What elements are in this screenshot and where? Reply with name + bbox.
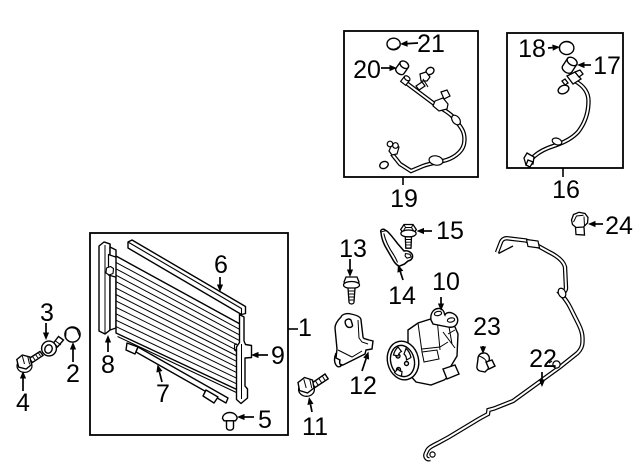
svg-text:21: 21: [417, 30, 445, 58]
svg-text:24: 24: [605, 212, 633, 240]
svg-text:23: 23: [473, 313, 501, 341]
svg-text:4: 4: [16, 389, 30, 417]
svg-text:5: 5: [258, 406, 272, 434]
svg-text:18: 18: [518, 35, 546, 63]
svg-text:13: 13: [339, 235, 367, 263]
svg-text:10: 10: [432, 268, 460, 296]
svg-text:17: 17: [593, 52, 621, 80]
svg-text:22: 22: [529, 345, 557, 373]
svg-text:9: 9: [271, 342, 285, 370]
svg-text:16: 16: [552, 176, 580, 204]
svg-text:3: 3: [40, 299, 54, 327]
svg-text:7: 7: [156, 380, 170, 408]
svg-text:8: 8: [101, 351, 115, 379]
svg-text:6: 6: [214, 251, 228, 279]
svg-text:20: 20: [353, 56, 381, 84]
svg-text:11: 11: [302, 413, 328, 441]
svg-text:15: 15: [436, 217, 464, 245]
svg-text:14: 14: [388, 282, 416, 310]
svg-text:1: 1: [298, 314, 312, 342]
svg-text:19: 19: [390, 185, 418, 213]
svg-text:2: 2: [66, 360, 80, 388]
svg-text:12: 12: [349, 372, 377, 400]
